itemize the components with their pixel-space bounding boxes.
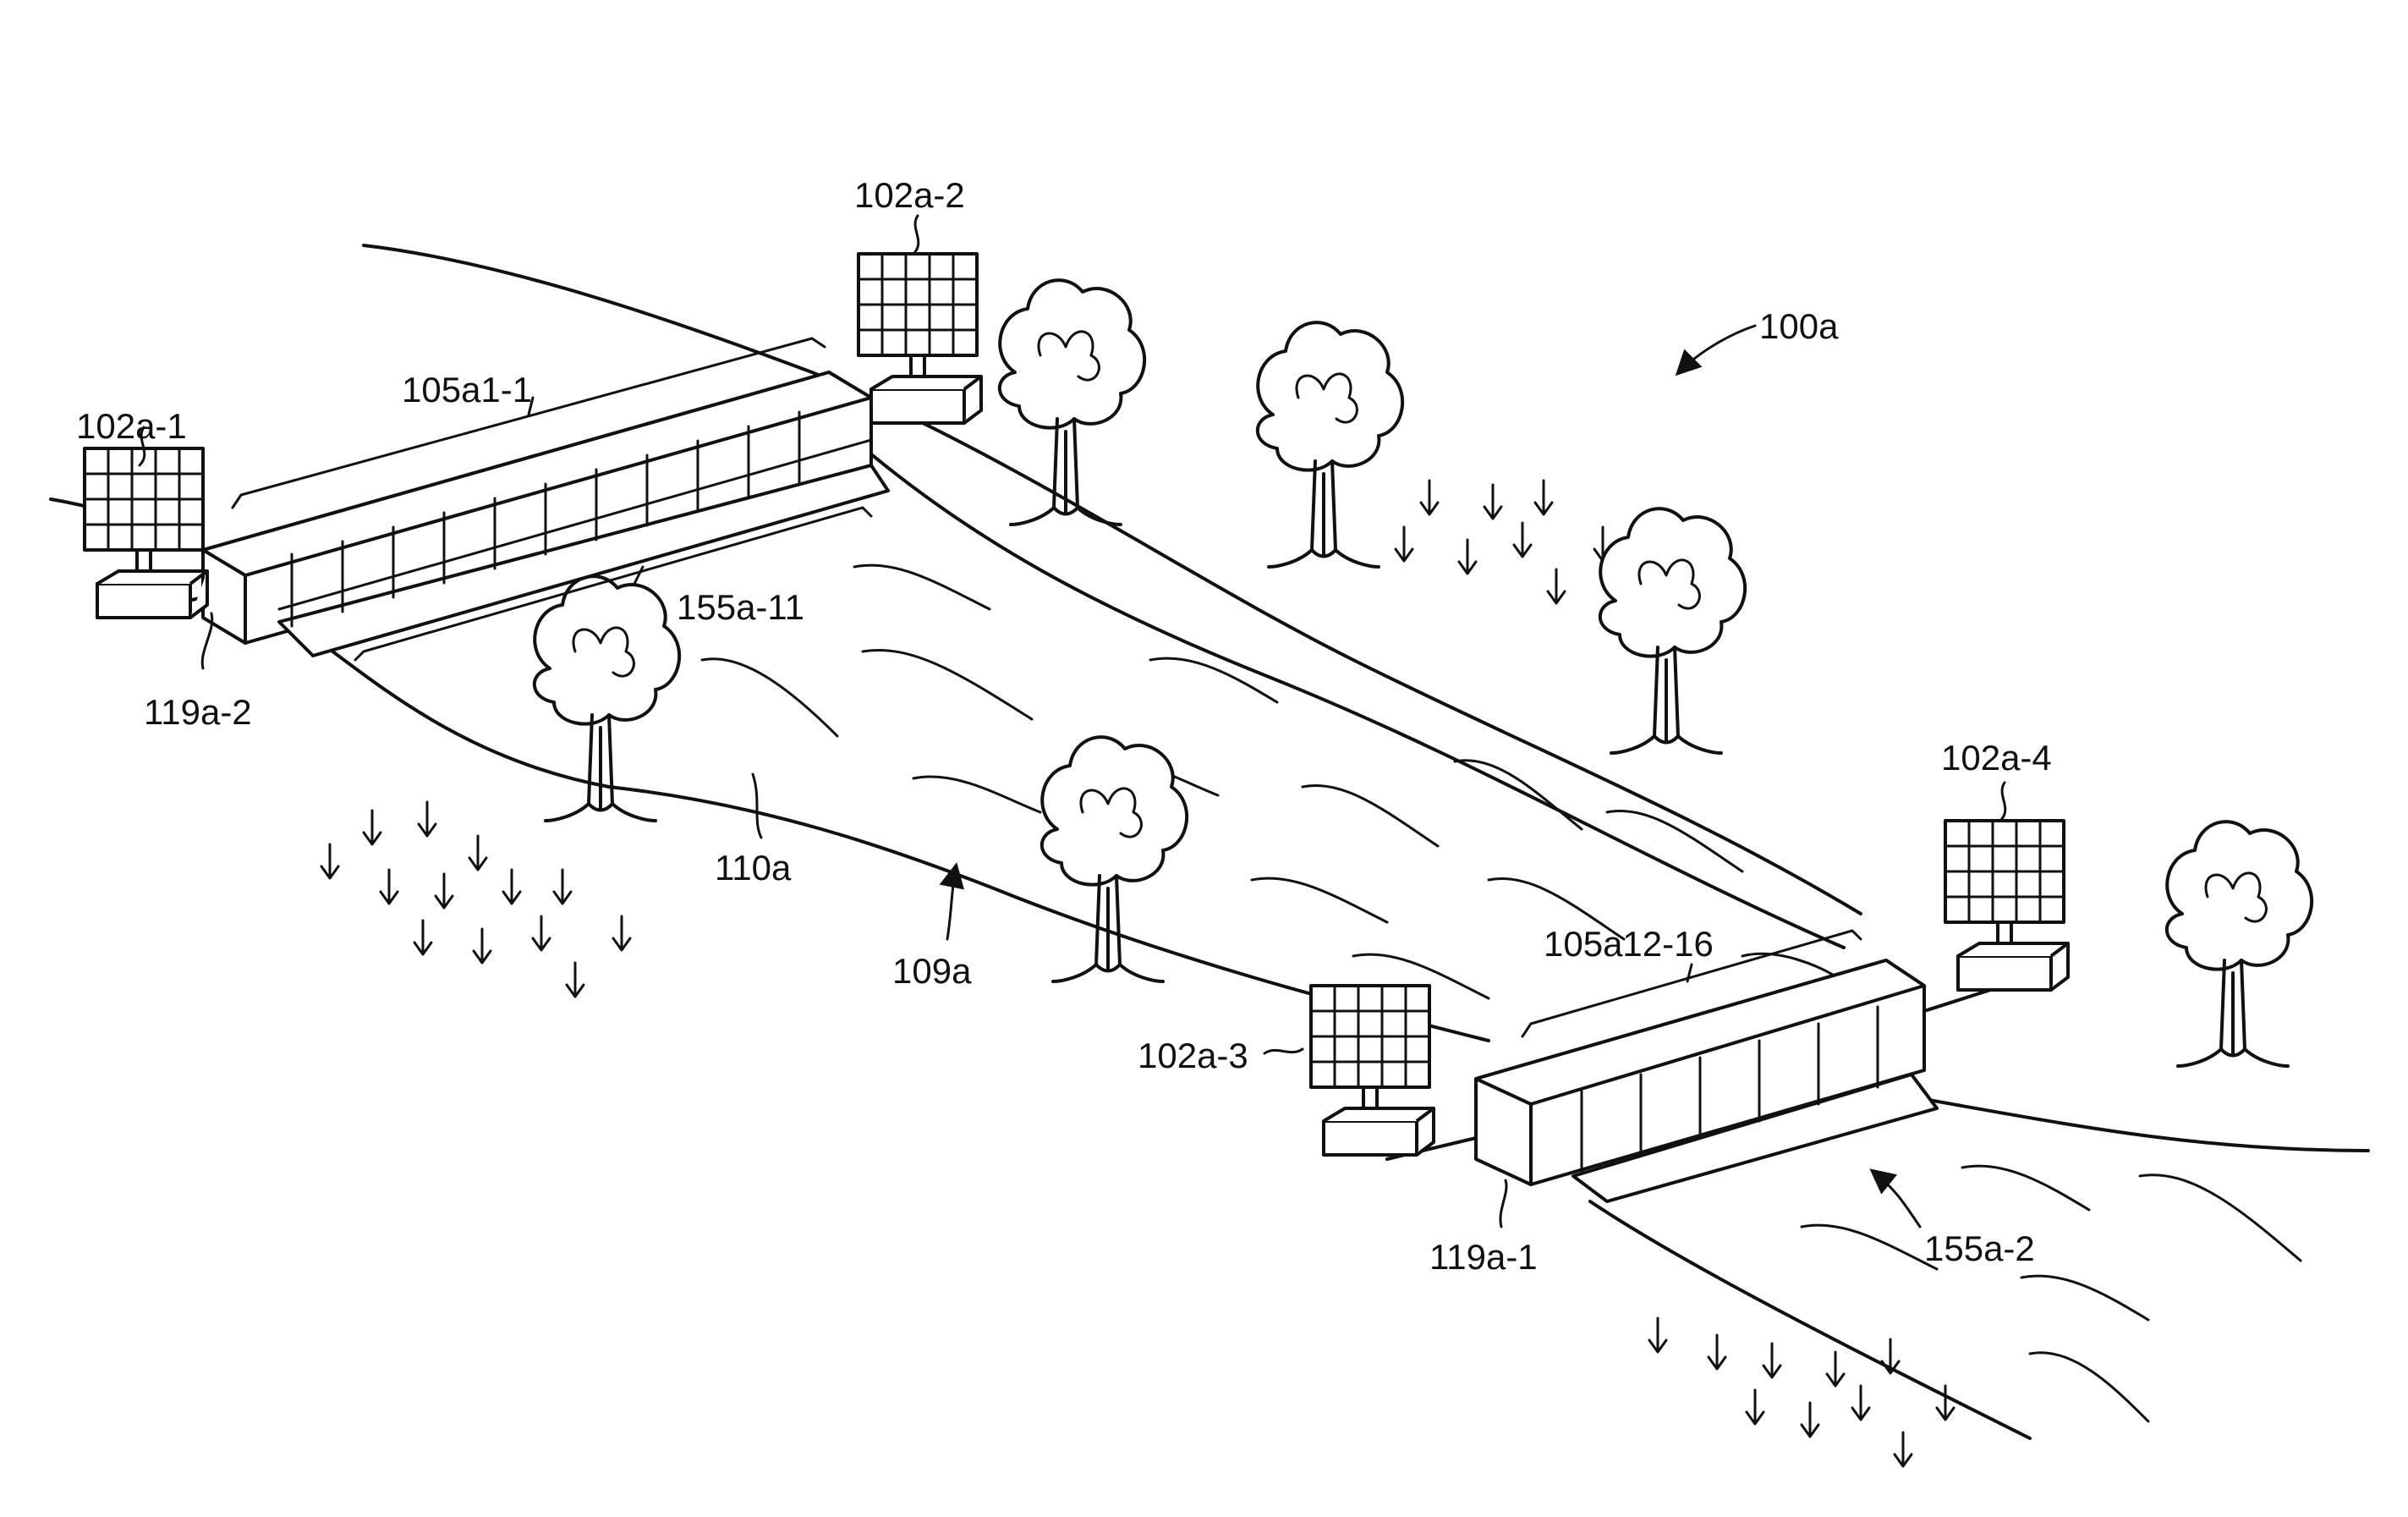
leader-ramp-2 [1873,1172,1920,1227]
solar-panel-2 [858,254,981,423]
label-lower-array: 105a12-16 [1544,924,1714,964]
label-pipe-2: 119a-2 [144,692,252,732]
label-panel-4: 102a-4 [1941,738,2052,778]
tree-2 [1258,322,1402,567]
solar-panel-3 [1311,986,1434,1155]
leader-panel-2 [913,216,919,254]
ground-arrows-right [1649,1318,1954,1466]
label-water: 110a [715,848,792,888]
label-panel-3: 102a-3 [1138,1036,1248,1075]
tree-6 [2167,822,2312,1066]
ground-arrows-left [321,802,630,997]
leader-figure [1679,326,1755,372]
leader-bank [947,867,956,939]
water-ripples [702,565,2301,1421]
solar-panel-4 [1945,821,2068,990]
label-lower-ramp: 155a-2 [1924,1228,2035,1268]
tree-1 [1000,280,1144,525]
right-bank-line [1928,1100,2368,1151]
solar-panel-1 [85,448,207,618]
ground-arrows-middle [1396,481,1611,603]
leader-water [753,774,761,838]
leader-pipe-1 [1500,1180,1506,1227]
tree-3 [1600,508,1745,753]
label-upper-array: 105a1-1 [402,370,532,409]
tree-4 [535,576,679,821]
label-panel-2: 102a-2 [854,175,965,215]
label-upper-ramp: 155a-11 [677,587,804,627]
leader-panel-3 [1264,1049,1303,1053]
label-panel-1: 102a-1 [76,406,187,446]
label-bank: 109a [892,951,972,991]
leader-panel-4 [2000,783,2005,821]
label-figure: 100a [1759,306,1839,346]
tree-5 [1042,737,1187,981]
label-pipe-1: 119a-1 [1429,1237,1538,1277]
